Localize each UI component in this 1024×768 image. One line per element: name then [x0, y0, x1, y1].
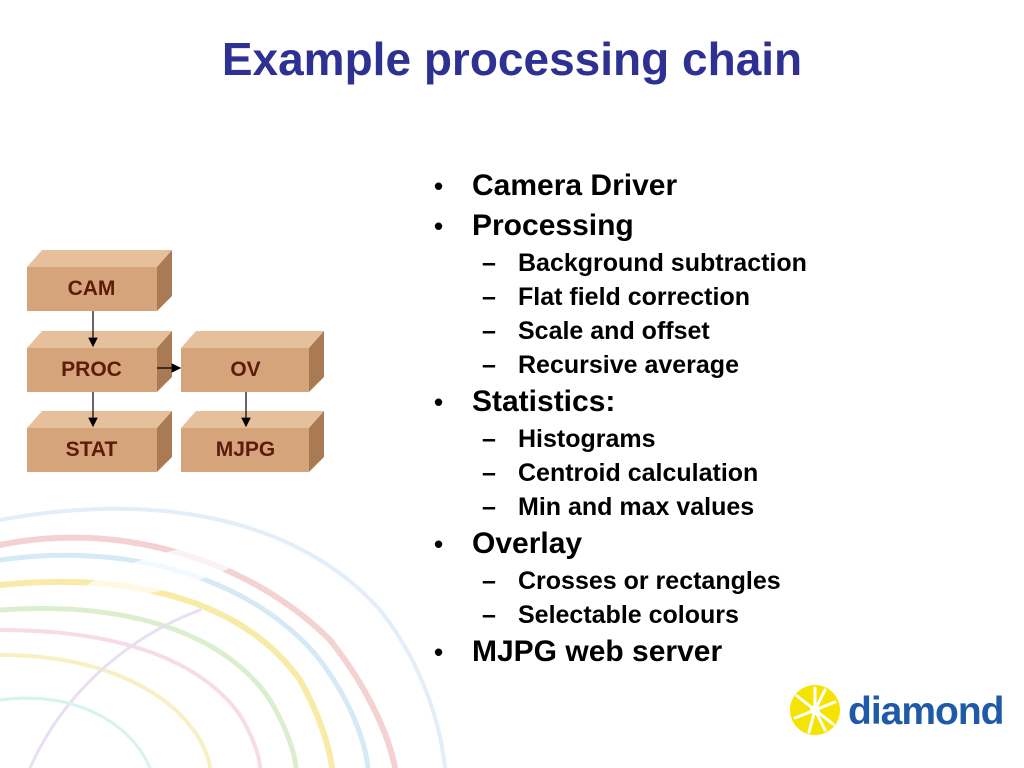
page-title: Example processing chain: [221, 33, 803, 85]
list-item-label: Camera Driver: [472, 169, 678, 202]
sub-list-item-label: Recursive average: [518, 351, 739, 379]
list-item-label: Processing: [472, 209, 634, 242]
bullet-marker: •: [434, 529, 444, 559]
dash-marker: –: [482, 601, 496, 629]
bullet-marker: •: [434, 171, 444, 201]
cam-label: CAM: [67, 276, 116, 300]
sub-list-item: – Flat field correction: [432, 282, 992, 316]
sub-list-item-label: Scale and offset: [518, 317, 710, 345]
sub-list-item: – Min and max values: [432, 492, 992, 526]
dash-marker: –: [482, 459, 496, 487]
list-item-label: Statistics:: [472, 385, 616, 418]
sub-list-item: – Background subtraction: [432, 248, 992, 282]
mjpg-box: [181, 411, 324, 472]
sub-list-item-label: Histograms: [518, 425, 656, 453]
sub-list-item: – Scale and offset: [432, 316, 992, 350]
sub-list-item: – Centroid calculation: [432, 458, 992, 492]
list-item-label: MJPG web server: [472, 635, 723, 668]
dash-marker: –: [482, 249, 496, 277]
sub-list-item-label: Min and max values: [518, 493, 755, 521]
bullet-marker: •: [434, 387, 444, 417]
stat-label: STAT: [65, 437, 118, 461]
sub-list-item: – Selectable colours: [432, 600, 992, 634]
sub-list-item: – Recursive average: [432, 350, 992, 384]
mjpg-label: MJPG: [215, 437, 276, 461]
proc-label: PROC: [61, 357, 122, 381]
bullet-list: • Camera Driver • Processing – Backgroun…: [432, 168, 992, 674]
cam-box: [27, 250, 172, 311]
sub-list-item-label: Crosses or rectangles: [518, 567, 781, 595]
ov-label: OV: [230, 357, 261, 381]
list-item-label: Overlay: [472, 527, 583, 560]
bullet-marker: •: [434, 211, 444, 241]
sub-list-item-label: Selectable colours: [518, 601, 739, 629]
dash-marker: –: [482, 317, 496, 345]
sub-list-item-label: Background subtraction: [518, 249, 807, 277]
dash-marker: –: [482, 425, 496, 453]
list-item: • Overlay: [432, 526, 992, 566]
bullet-marker: •: [434, 637, 444, 667]
sub-list-item-label: Flat field correction: [518, 283, 750, 311]
sub-list-item: – Crosses or rectangles: [432, 566, 992, 600]
list-item: • MJPG web server: [432, 634, 992, 674]
diamond-logo-text: diamond: [848, 690, 1004, 733]
list-item: • Processing: [432, 208, 992, 248]
dash-marker: –: [482, 567, 496, 595]
starburst-icon: [790, 685, 840, 735]
stat-box: [27, 411, 172, 472]
list-item: • Camera Driver: [432, 168, 992, 208]
dash-marker: –: [482, 351, 496, 379]
sub-list-item-label: Centroid calculation: [518, 459, 759, 487]
ov-box: [181, 331, 324, 392]
list-item: • Statistics:: [432, 384, 992, 424]
dash-marker: –: [482, 493, 496, 521]
dash-marker: –: [482, 283, 496, 311]
proc-box: [27, 331, 172, 392]
sub-list-item: – Histograms: [432, 424, 992, 458]
